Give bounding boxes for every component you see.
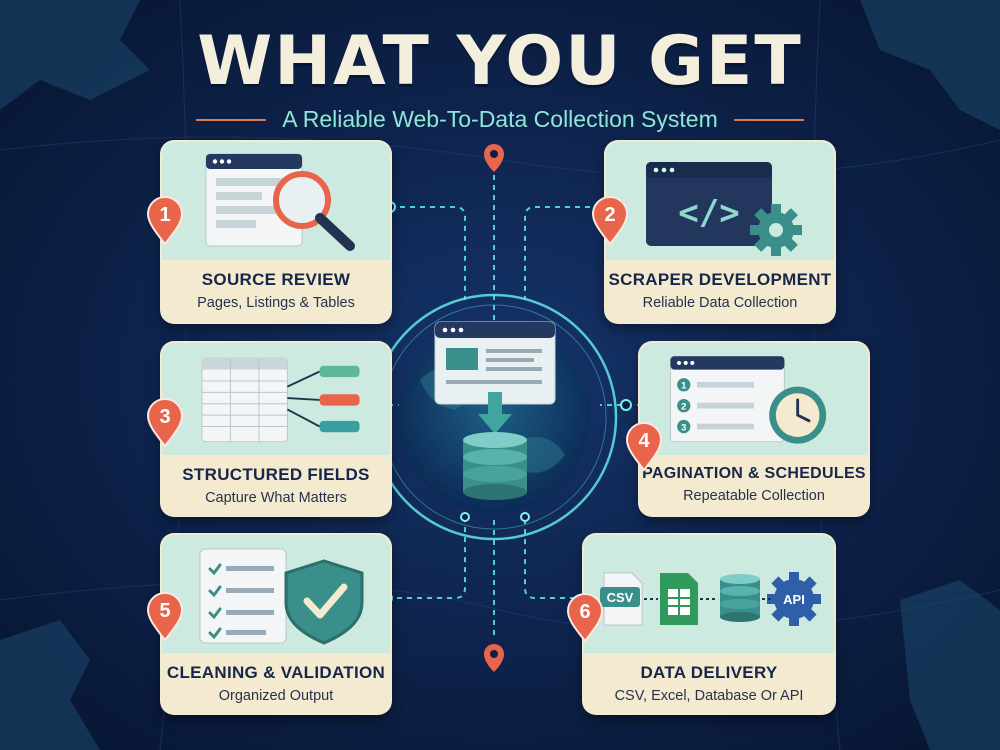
card-structured-fields: STRUCTURED FIELDS Capture What Matters [162,343,390,515]
spreadsheet-icon [660,573,698,625]
card-text-band: STRUCTURED FIELDS Capture What Matters [162,455,390,515]
badge-5-pin [146,592,184,642]
card-text-band: SOURCE REVIEW Pages, Listings & Tables [162,260,390,322]
card-subtitle: Reliable Data Collection [642,295,798,311]
card-scraper-development: </> SCRAPER DEVELOPMENT Reliable Data Co… [606,142,834,322]
card-subtitle: Pages, Listings & Tables [197,295,355,311]
badge-6-pin [566,593,604,643]
badge-2-label: 2 [604,204,616,226]
card-text-band: SCRAPER DEVELOPMENT Reliable Data Collec… [606,260,834,322]
badge-5-label: 5 [159,600,171,622]
badge-1-pin [146,196,184,246]
subtitle-rule-right [733,118,804,121]
card-text-band: PAGINATION & SCHEDULES Repeatable Collec… [640,455,868,515]
svg-text:3: 3 [681,422,686,433]
badge-4-label: 4 [638,430,650,452]
card-source-review: SOURCE REVIEW Pages, Listings & Tables [162,142,390,322]
card-text-band: CLEANING & VALIDATION Organized Output [162,653,390,713]
card-title: STRUCTURED FIELDS [182,465,370,484]
card-subtitle: Capture What Matters [205,490,347,506]
card-title: SCRAPER DEVELOPMENT [608,270,832,289]
page-subtitle: A Reliable Web-To-Data Collection System [282,106,718,132]
code-window-gear-icon: </> [646,162,802,256]
badge-1-label: 1 [159,204,171,226]
svg-text:1: 1 [681,381,687,392]
subtitle-row: A Reliable Web-To-Data Collection System [0,106,1000,133]
card-subtitle: CSV, Excel, Database Or API [614,688,804,704]
svg-text:CSV: CSV [607,590,634,605]
card-subtitle: Repeatable Collection [683,488,825,504]
card-title: SOURCE REVIEW [201,270,351,289]
card-title: CLEANING & VALIDATION [166,663,386,682]
svg-text:API: API [783,592,805,607]
magnifier-browser-icon [205,153,355,251]
list-clock-icon: 1 2 3 [669,355,827,444]
page-title: WHAT YOU GET [197,22,803,101]
card-cleaning-validation: CLEANING & VALIDATION Organized Output [162,535,390,713]
svg-text:2: 2 [681,401,686,412]
card-subtitle: Organized Output [218,688,334,704]
badge-3-label: 3 [159,406,171,428]
csv-file-icon: CSV [600,572,643,626]
badge-3-pin [146,398,184,448]
badge-6-label: 6 [579,601,591,623]
checklist-shield-icon [199,548,364,645]
subtitle-rule-left [196,118,267,121]
svg-text:</>: </> [678,193,739,233]
delivery-formats-icon: CSV API [600,572,821,626]
badge-2-pin [591,196,629,246]
card-title: DATA DELIVERY [640,663,778,682]
card-data-delivery: CSV API DATA DELIVE [584,535,834,713]
badge-4-pin [625,422,663,472]
table-fields-icon [201,357,360,443]
card-title: PAGINATION & SCHEDULES [642,465,866,482]
card-text-band: DATA DELIVERY CSV, Excel, Database Or AP… [584,653,834,713]
database-stack-icon [720,574,760,622]
card-pagination-schedules: 1 2 3 PAGINATION & SCHEDULES Repeatable … [640,343,868,515]
api-gear-icon: API [767,572,821,626]
